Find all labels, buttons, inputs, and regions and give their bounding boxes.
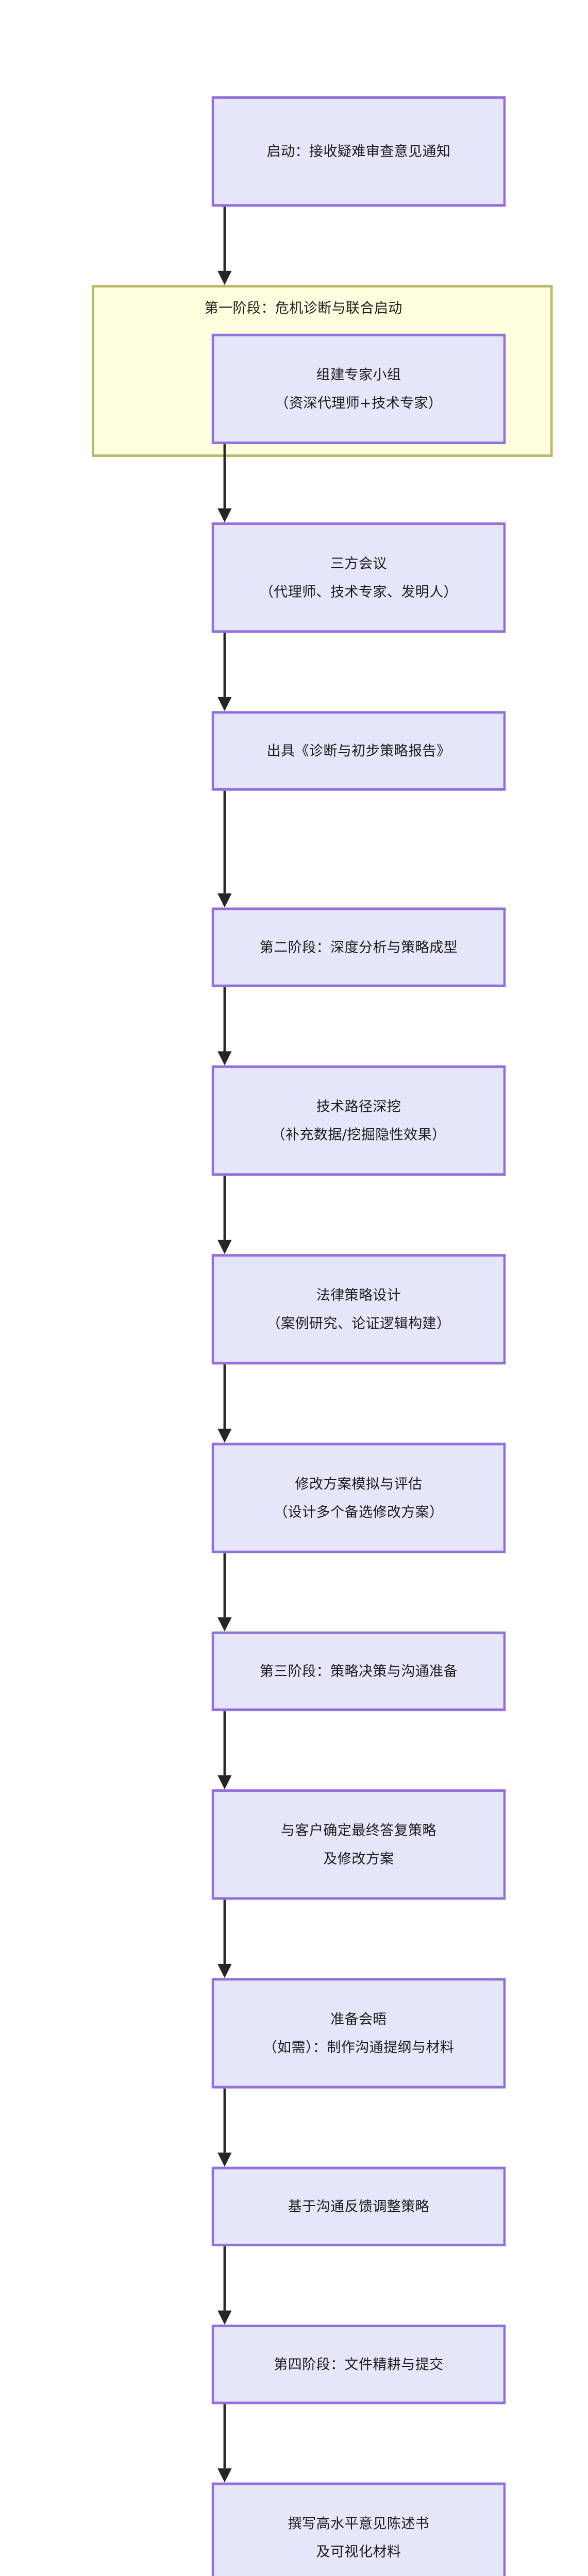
node-与客户确定最终答复策略[interactable]: 与客户确定最终答复策略 及修改方案 xyxy=(211,1789,506,1900)
node-p2b-line-2: （案例研究、论证逻辑构建） xyxy=(266,1315,451,1332)
node-准备会晤[interactable]: 准备会晤 （如需）：制作沟通提纲与材料 xyxy=(211,1978,506,2089)
node-p4a-line-2: 及可视化材料 xyxy=(316,2544,401,2561)
node-p4a-line-1: 撰写高水平意见陈述书 xyxy=(288,2515,430,2532)
node-phase2[interactable]: 第二阶段：深度分析与策略成型 xyxy=(211,907,506,987)
node-基于沟通反馈调整策略[interactable]: 基于沟通反馈调整策略 xyxy=(211,2166,506,2247)
node-start[interactable]: 启动：接收疑难审查意见通知 xyxy=(211,96,506,207)
node-p2a-line-2: （补充数据/挖掘隐性效果） xyxy=(271,1126,446,1143)
node-p3a-line-2: 及修改方案 xyxy=(323,1850,394,1867)
node-p3c-line-1: 基于沟通反馈调整策略 xyxy=(288,2198,430,2215)
node-p1b-line-1: 三方会议 xyxy=(330,554,387,571)
node-诊断与初步策略报告[interactable]: 出具《诊断与初步策略报告》 xyxy=(211,711,506,791)
node-技术路径深挖[interactable]: 技术路径深挖 （补充数据/挖掘隐性效果） xyxy=(211,1065,506,1176)
node-phase3[interactable]: 第三阶段：策略决策与沟通准备 xyxy=(211,1631,506,1711)
node-p3b-line-2: （如需）：制作沟通提纲与材料 xyxy=(263,2039,455,2056)
node-修改方案模拟与评估[interactable]: 修改方案模拟与评估 （设计多个备选修改方案） xyxy=(211,1443,506,1553)
node-p3b-line-1: 准备会晤 xyxy=(330,2010,387,2027)
node-三方会议[interactable]: 三方会议 （代理师、技术专家、发明人） xyxy=(211,522,506,633)
node-p1a-line-2: （资深代理师+技术专家） xyxy=(275,395,443,412)
node-组建专家小组[interactable]: 组建专家小组 （资深代理师+技术专家） xyxy=(211,333,506,445)
node-p2c-line-1: 修改方案模拟与评估 xyxy=(295,1475,423,1492)
node-撰写高水平意见陈述书[interactable]: 撰写高水平意见陈述书 及可视化材料 xyxy=(211,2482,506,2576)
node-p2c-line-2: （设计多个备选修改方案） xyxy=(274,1504,444,1520)
subgraph-phase1-title: 第一阶段：危机诊断与联合启动 xyxy=(204,299,402,316)
node-p1b-line-2: （代理师、技术专家、发明人） xyxy=(259,583,458,600)
node-phase3-line-1: 第三阶段：策略决策与沟通准备 xyxy=(259,1663,458,1680)
node-p2b-line-1: 法律策略设计 xyxy=(316,1286,401,1303)
node-phase2-line-1: 第二阶段：深度分析与策略成型 xyxy=(259,939,458,956)
node-start-line-1: 启动：接收疑难审查意见通知 xyxy=(266,143,451,160)
node-p1c-line-1: 出具《诊断与初步策略报告》 xyxy=(266,742,451,759)
node-法律策略设计[interactable]: 法律策略设计 （案例研究、论证逻辑构建） xyxy=(211,1254,506,1365)
node-phase4-line-1: 第四阶段：文件精耕与提交 xyxy=(274,2355,444,2372)
node-phase4[interactable]: 第四阶段：文件精耕与提交 xyxy=(211,2325,506,2404)
node-p1a-line-1: 组建专家小组 xyxy=(316,366,401,383)
node-p3a-line-1: 与客户确定最终答复策略 xyxy=(281,1821,436,1838)
node-p2a-line-1: 技术路径深挖 xyxy=(316,1097,401,1114)
